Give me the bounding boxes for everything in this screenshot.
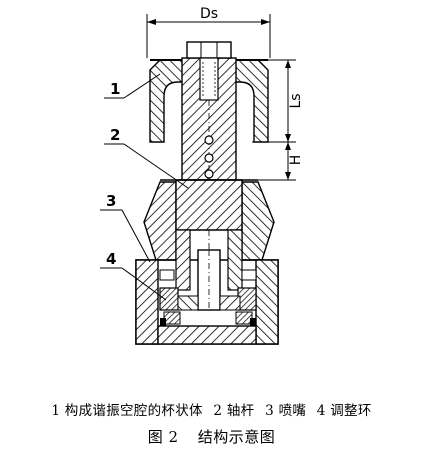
callout-2-label: 2 (110, 126, 120, 144)
dimension-ls-h: Ls H (236, 59, 304, 181)
legend-item-4: 4 调整环 (316, 403, 372, 419)
nozzle-body (135, 179, 279, 345)
figure-title: 结构示意图 (197, 428, 276, 446)
dimension-ls-label: Ls (288, 93, 304, 108)
shaft (181, 41, 237, 250)
callout-4: 4 (100, 250, 167, 301)
legend-item-3: 3 喷嘴 (265, 403, 307, 419)
legend-item-1: 1 构成谐振空腔的杯状体 (51, 403, 203, 419)
dimension-ds: Ds (146, 6, 271, 58)
figure-number: 图 2 (147, 428, 179, 446)
callout-2: 2 (104, 126, 189, 189)
legend-item-2: 2 轴杆 (213, 403, 255, 419)
adjustment-ring (159, 287, 257, 311)
dimension-h-label: H (288, 155, 304, 166)
callout-3-label: 3 (106, 192, 116, 210)
callout-1-label: 1 (110, 80, 120, 98)
callout-3: 3 (100, 192, 151, 263)
dimension-ds-label: Ds (200, 6, 218, 22)
figure-caption: 图 2 结构示意图 (0, 426, 423, 447)
callout-1: 1 (104, 73, 161, 99)
callout-4-label: 4 (106, 250, 116, 268)
structure-diagram: Ds Ls H (100, 6, 304, 345)
parts-legend: 1 构成谐振空腔的杯状体 2 轴杆 3 喷嘴 4 调整环 (0, 399, 423, 419)
